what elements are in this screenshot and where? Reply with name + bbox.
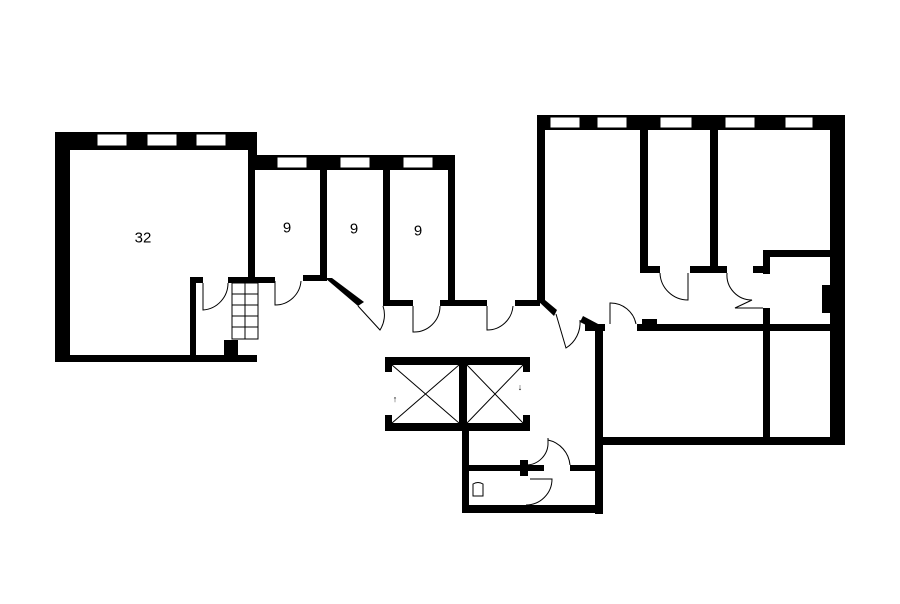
- toilet-icon: [472, 482, 484, 497]
- wall: [690, 266, 727, 273]
- wall: [537, 115, 545, 303]
- wall: [462, 505, 600, 513]
- wall: [763, 250, 770, 274]
- wall: [763, 250, 833, 257]
- wall: [640, 130, 648, 272]
- wall: [830, 115, 845, 445]
- door-swing: [412, 305, 441, 333]
- door-swing: [547, 439, 571, 466]
- wall: [462, 465, 544, 471]
- wall: [440, 300, 487, 306]
- doors: [202, 272, 763, 506]
- wall: [190, 277, 203, 283]
- wall: [642, 319, 657, 325]
- walls: [55, 115, 845, 514]
- wall: [515, 300, 540, 306]
- wall: [523, 357, 530, 372]
- wall: [595, 437, 845, 445]
- wall: [325, 278, 364, 306]
- wall: [753, 266, 770, 273]
- wall: [224, 340, 238, 358]
- elevator-shaft-right: [466, 364, 524, 424]
- wall: [55, 355, 257, 362]
- elevator-down-arrow-icon: ↓: [517, 382, 523, 392]
- wall: [303, 275, 327, 281]
- door-swing: [357, 305, 385, 331]
- window: [596, 116, 628, 129]
- door-swing: [659, 272, 689, 301]
- room-label: 9: [349, 220, 359, 238]
- door-swing: [525, 478, 553, 506]
- wall: [385, 357, 392, 372]
- room-label: 32: [134, 229, 152, 247]
- wall: [822, 285, 832, 313]
- window: [659, 116, 693, 129]
- door-swing: [726, 272, 763, 309]
- wall: [385, 357, 530, 365]
- window: [402, 156, 434, 169]
- wall: [637, 324, 832, 331]
- elevator-up-arrow-icon: ↑: [392, 394, 398, 404]
- wall: [710, 130, 718, 272]
- window: [96, 133, 128, 147]
- wall: [383, 300, 413, 306]
- elevator-shaft-left: [391, 364, 460, 424]
- door-swing: [555, 313, 581, 349]
- wall: [570, 465, 598, 471]
- room-label: 9: [282, 219, 292, 237]
- wall: [523, 415, 530, 431]
- wall: [459, 357, 467, 431]
- wall: [385, 423, 530, 431]
- wall: [55, 132, 70, 362]
- window: [276, 156, 308, 169]
- door-swing: [202, 282, 229, 311]
- wall: [385, 415, 392, 430]
- wall: [320, 170, 327, 278]
- door-swing: [609, 302, 637, 325]
- wall: [383, 170, 390, 305]
- wall: [462, 430, 469, 513]
- wall: [640, 266, 660, 273]
- wall: [763, 308, 770, 440]
- window: [339, 156, 371, 169]
- window: [549, 116, 581, 129]
- stair-steps: [232, 283, 258, 339]
- wall: [595, 324, 603, 514]
- windows: [96, 116, 814, 169]
- window: [784, 116, 814, 129]
- wall: [248, 150, 255, 277]
- door-swing: [486, 305, 514, 331]
- door-swing: [274, 280, 302, 306]
- elevators: [391, 364, 524, 497]
- wall: [520, 460, 528, 476]
- window: [195, 133, 227, 147]
- window: [146, 133, 178, 147]
- wall: [228, 277, 275, 283]
- window: [724, 116, 756, 129]
- wall: [537, 300, 557, 316]
- wall: [448, 155, 455, 305]
- room-label: 9: [413, 222, 423, 240]
- door-swing: [525, 438, 549, 466]
- wall: [190, 277, 196, 357]
